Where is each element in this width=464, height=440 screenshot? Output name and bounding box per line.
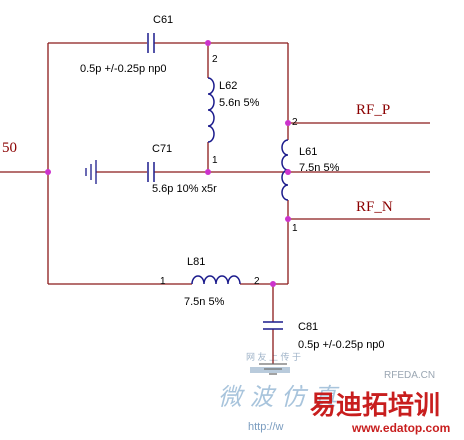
c71-ref: C71 [152,143,172,155]
net-label-rf-p: RF_P [356,102,390,118]
l62-pin-2: 2 [212,54,218,65]
node-rf-n [285,216,291,222]
watermark-url: www.edatop.com [351,421,450,435]
ground-symbol-c71 [85,160,97,184]
l81-ref: L81 [187,256,205,268]
l61-pin-1: 1 [292,223,298,234]
c81-value: 0.5p +/-0.25p np0 [298,339,385,351]
watermark-calligraphy: 微 波 仿 真 [218,383,340,411]
c61-ref: C61 [153,14,173,26]
ground-symbol-c81 [259,363,287,375]
l61-value: 7.5n 5% [299,162,340,174]
l81-value: 7.5n 5% [184,296,225,308]
l62-ref: L62 [219,80,237,92]
net-label-rf-n: RF_N [356,199,393,215]
l62-pin-1: 1 [212,155,218,166]
node-l62-bottom [205,169,211,175]
watermark-brand: 易迪拓培训 [310,391,440,421]
l61-ref: L61 [299,146,317,158]
l81-pin-2: 2 [254,276,260,287]
node-l62-top [205,40,211,46]
watermark-bar [250,367,290,373]
c81-ref: C81 [298,321,318,333]
watermark-rfeda: RFEDA.CN [384,370,435,381]
c61-value: 0.5p +/-0.25p np0 [80,63,167,75]
watermark-url-left: http://w [248,421,284,433]
node-c81 [270,281,276,287]
input-port-label: 50 [2,140,17,156]
node-rf-p [285,120,291,126]
junction-nodes [45,40,291,287]
watermark: 网 友 上 传 于 微 波 仿 真 RFEDA.CN 易迪拓培训 http://… [218,351,450,435]
c71-value: 5.6p 10% x5r [152,183,217,195]
node-input [45,169,51,175]
l81-pin-1: 1 [160,276,166,287]
l61-pin-2: 2 [292,117,298,128]
l81-inductor [191,275,241,285]
node-l61-mid [285,169,291,175]
l62-inductor [207,77,215,143]
l62-value: 5.6n 5% [219,97,260,109]
